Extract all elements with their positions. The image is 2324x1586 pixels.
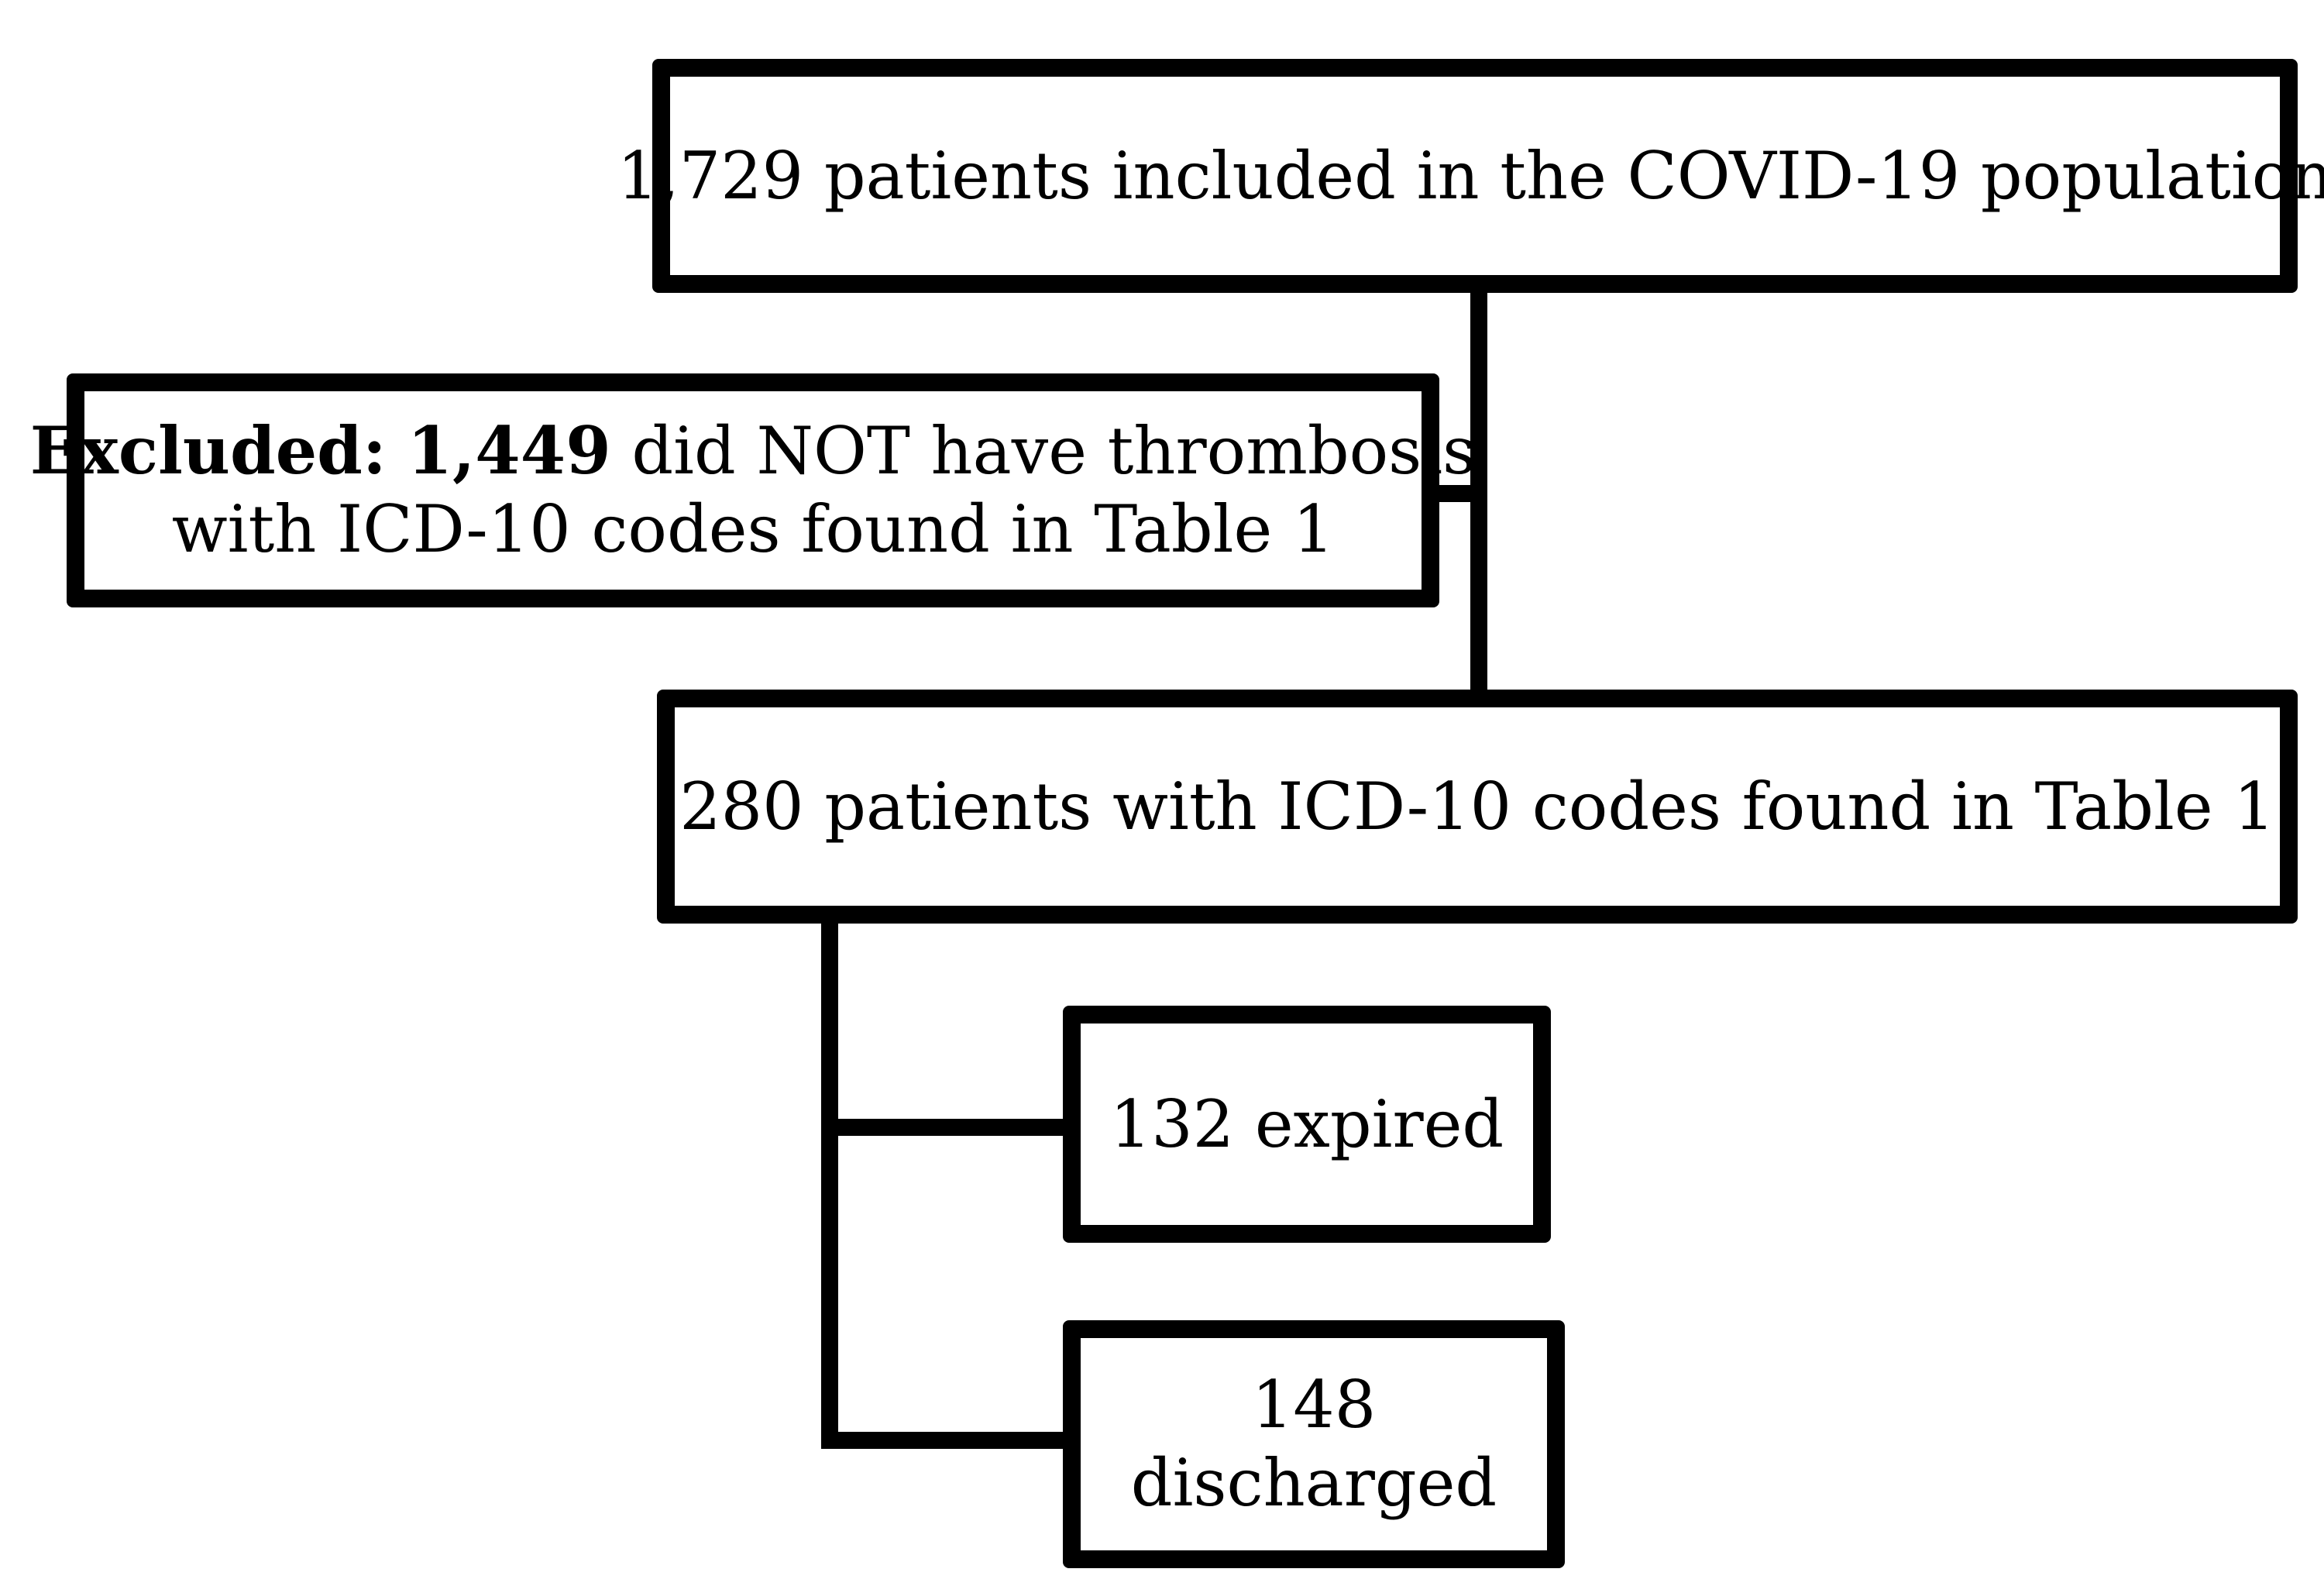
discharged-box: 148 discharged <box>1063 1320 1565 1568</box>
excluded-box: Excluded: 1,449 did NOT have thrombosis … <box>30 373 1476 607</box>
excluded-count: 1,449 <box>407 412 611 490</box>
connector-expired-branch <box>821 1119 1069 1136</box>
connector-outcome-vertical <box>821 914 838 1449</box>
total-population-text: 1,729 patients included in the COVID-19 … <box>617 137 2324 214</box>
excluded-text: Excluded: 1,449 did NOT have thrombosis … <box>30 412 1477 569</box>
included-patients-box: 280 patients with ICD-10 codes found in … <box>657 690 2298 924</box>
connector-exclusion-branch <box>1425 485 1487 502</box>
excluded-line-2: with ICD-10 codes found in Table 1 <box>171 491 1335 567</box>
excluded-reason: did NOT have thrombosis <box>610 413 1477 490</box>
expired-box: 132 expired <box>1063 1006 1551 1243</box>
expired-text: 132 expired <box>1109 1085 1504 1162</box>
discharged-text: 148 discharged <box>1131 1366 1497 1522</box>
discharged-label: discharged <box>1130 1445 1497 1521</box>
excluded-label: Excluded: <box>29 412 387 490</box>
included-patients-text: 280 patients with ICD-10 codes found in … <box>679 768 2275 845</box>
connector-discharged-branch <box>821 1432 1069 1449</box>
total-population-box: 1,729 patients included in the COVID-19 … <box>617 59 2324 293</box>
excluded-line-1: Excluded: 1,449 did NOT have thrombosis <box>30 412 1477 490</box>
discharged-count: 148 <box>1251 1367 1377 1443</box>
